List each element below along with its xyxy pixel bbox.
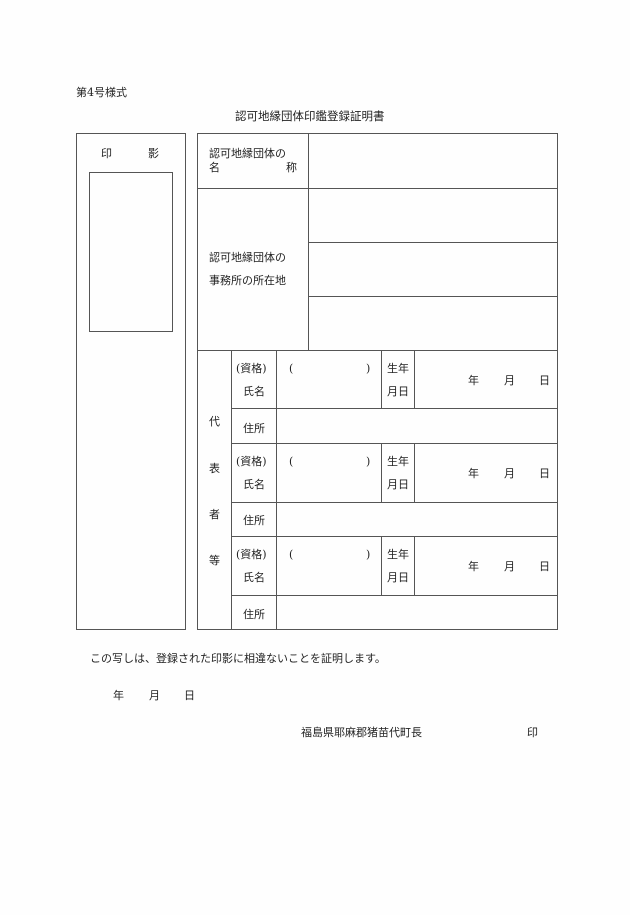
org-name-label-line2-right: 称 bbox=[286, 161, 297, 174]
birth-day-unit: 日 bbox=[539, 374, 550, 387]
rep-field-column-divider bbox=[276, 350, 277, 630]
rep-name-field[interactable] bbox=[280, 540, 378, 592]
birth-value-divider bbox=[414, 350, 415, 408]
birth-date-field[interactable] bbox=[418, 447, 554, 499]
birth-day-unit: 日 bbox=[539, 560, 550, 573]
registration-table bbox=[197, 133, 558, 630]
paren-open: ( bbox=[289, 548, 294, 561]
birth-label-divider bbox=[381, 536, 382, 595]
row-divider bbox=[197, 350, 558, 351]
rep-section-label-char: 表 bbox=[209, 462, 220, 475]
address-label: 住所 bbox=[243, 422, 265, 435]
office-address-label-line1: 認可地縁団体の bbox=[209, 251, 286, 264]
birth-label-line1: 生年 bbox=[387, 548, 409, 561]
office-address-field-3[interactable] bbox=[312, 300, 554, 347]
birth-label-line1: 生年 bbox=[387, 362, 409, 375]
issue-date-month-unit: 月 bbox=[149, 689, 160, 702]
issuer-name: 福島県耶麻郡猪苗代町長 bbox=[301, 726, 422, 739]
birth-label-line2: 月日 bbox=[387, 571, 409, 584]
birth-label-divider bbox=[381, 443, 382, 502]
certification-statement: この写しは、登録された印影に相違ないことを証明します。 bbox=[90, 652, 386, 665]
office-address-label-line2: 事務所の所在地 bbox=[209, 274, 286, 287]
rep-address-field[interactable] bbox=[280, 506, 554, 533]
rep-address-field[interactable] bbox=[280, 412, 554, 440]
row-divider bbox=[231, 502, 558, 503]
address-subrow-divider bbox=[308, 296, 558, 297]
birth-label-line1: 生年 bbox=[387, 455, 409, 468]
paren-close: ) bbox=[366, 455, 371, 468]
address-label: 住所 bbox=[243, 514, 265, 527]
org-name-label-line2-left: 名 bbox=[209, 161, 220, 174]
row-divider bbox=[231, 595, 558, 596]
paren-close: ) bbox=[366, 548, 371, 561]
row-divider bbox=[231, 408, 558, 409]
address-subrow-divider bbox=[308, 242, 558, 243]
qualification-label: (資格) bbox=[236, 548, 267, 561]
issue-date-day-unit: 日 bbox=[184, 689, 195, 702]
birth-month-unit: 月 bbox=[504, 467, 515, 480]
seal-impression-area[interactable] bbox=[89, 172, 173, 332]
issuer-seal-mark: 印 bbox=[527, 726, 538, 739]
rep-address-field[interactable] bbox=[280, 599, 554, 626]
issue-date-year-unit: 年 bbox=[113, 689, 124, 702]
rep-section-label-char: 等 bbox=[209, 554, 220, 567]
birth-date-field[interactable] bbox=[418, 354, 554, 405]
birth-date-field[interactable] bbox=[418, 540, 554, 592]
birth-value-divider bbox=[414, 443, 415, 502]
birth-label-line2: 月日 bbox=[387, 478, 409, 491]
seal-impression-panel bbox=[76, 133, 186, 630]
org-name-field[interactable] bbox=[312, 137, 554, 185]
row-divider bbox=[231, 536, 558, 537]
address-label: 住所 bbox=[243, 608, 265, 621]
paren-open: ( bbox=[289, 455, 294, 468]
row-divider bbox=[197, 188, 558, 189]
birth-month-unit: 月 bbox=[504, 560, 515, 573]
rep-name-field[interactable] bbox=[280, 354, 378, 405]
birth-month-unit: 月 bbox=[504, 374, 515, 387]
birth-value-divider bbox=[414, 536, 415, 595]
form-number: 第4号様式 bbox=[76, 86, 127, 99]
birth-year-unit: 年 bbox=[468, 560, 479, 573]
org-name-label-line1: 認可地縁団体の bbox=[209, 147, 286, 160]
qualification-label: (資格) bbox=[236, 362, 267, 375]
office-address-field-1[interactable] bbox=[312, 192, 554, 239]
office-address-field-2[interactable] bbox=[312, 246, 554, 293]
paren-close: ) bbox=[366, 362, 371, 375]
name-label: 氏名 bbox=[243, 478, 265, 491]
seal-label-right: 影 bbox=[148, 147, 159, 160]
rep-name-field[interactable] bbox=[280, 447, 378, 499]
rep-section-label-char: 代 bbox=[209, 415, 220, 428]
rep-label-column-divider bbox=[231, 350, 232, 630]
birth-year-unit: 年 bbox=[468, 467, 479, 480]
qualification-label: (資格) bbox=[236, 455, 267, 468]
row-divider bbox=[231, 443, 558, 444]
birth-label-line2: 月日 bbox=[387, 385, 409, 398]
rep-section-label-char: 者 bbox=[209, 508, 220, 521]
document-title: 認可地縁団体印鑑登録証明書 bbox=[235, 109, 385, 123]
name-label: 氏名 bbox=[243, 571, 265, 584]
label-column-divider bbox=[308, 133, 309, 350]
name-label: 氏名 bbox=[243, 385, 265, 398]
birth-year-unit: 年 bbox=[468, 374, 479, 387]
birth-day-unit: 日 bbox=[539, 467, 550, 480]
seal-label-left: 印 bbox=[101, 147, 112, 160]
birth-label-divider bbox=[381, 350, 382, 408]
paren-open: ( bbox=[289, 362, 294, 375]
